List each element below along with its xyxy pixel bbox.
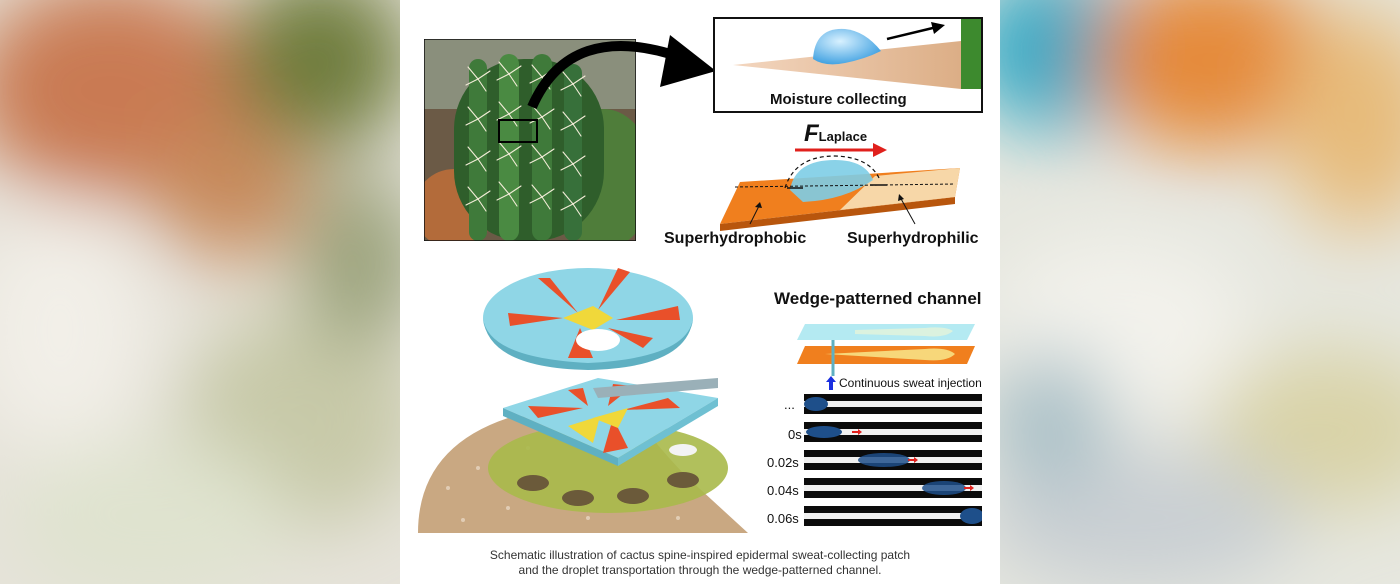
frame-label: 0s	[788, 427, 802, 442]
cactus-photo	[424, 39, 636, 241]
frame-label: ...	[784, 397, 795, 412]
moisture-collecting-label: Moisture collecting	[770, 91, 907, 108]
exploded-patch-illustration	[418, 268, 748, 533]
figure-panel: Moisture collecting FLaplace Superhydrop…	[400, 0, 1000, 584]
frame-label: 0.06s	[767, 511, 799, 526]
superhydrophobic-label: Superhydrophobic	[664, 230, 807, 247]
frame-image	[804, 478, 982, 498]
figure-caption: Schematic illustration of cactus spine-i…	[400, 548, 1000, 578]
zoom-highlight-box	[498, 119, 538, 143]
frame-label: 0.02s	[767, 455, 799, 470]
curved-zoom-arrow	[527, 35, 716, 110]
frame-label: 0.04s	[767, 483, 799, 498]
left-blurred-background	[0, 0, 400, 584]
timelapse-frames	[804, 394, 982, 526]
frame-image	[804, 506, 982, 526]
superhydrophilic-label: Superhydrophilic	[847, 230, 979, 247]
frame-image	[804, 422, 982, 442]
laplace-subscript: Laplace	[818, 129, 868, 144]
channel-layers-illustration	[797, 324, 975, 376]
injection-label: Continuous sweat injection	[839, 376, 982, 390]
moisture-collecting-box: Moisture collecting	[713, 17, 983, 113]
wettability-substrate	[720, 143, 960, 231]
caption-line-2: and the droplet transportation through t…	[518, 563, 882, 577]
frame-image	[804, 394, 982, 414]
laplace-force-label: FLaplace	[804, 120, 867, 148]
injection-arrow-icon	[826, 376, 836, 390]
channel-title: Wedge-patterned channel	[774, 289, 982, 308]
right-blurred-background	[1000, 0, 1400, 584]
frame-image	[804, 450, 982, 470]
caption-line-1: Schematic illustration of cactus spine-i…	[489, 548, 911, 562]
laplace-f-symbol: F	[804, 120, 819, 147]
spine-droplet-illustration	[733, 19, 981, 89]
